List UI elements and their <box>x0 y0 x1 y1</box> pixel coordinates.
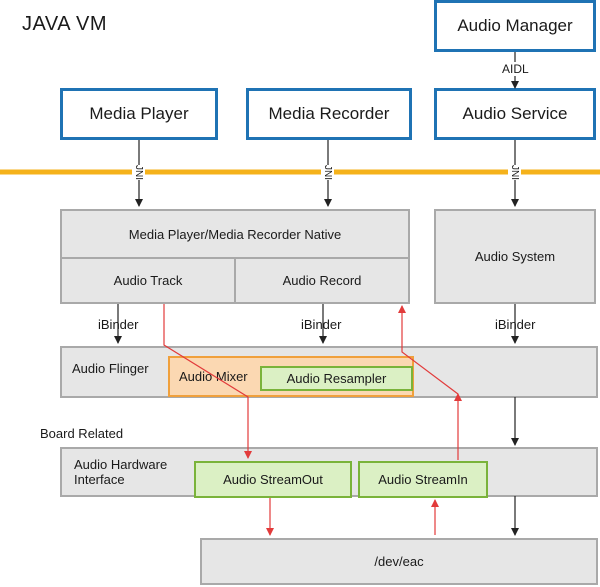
jni-label-media-recorder: JNI <box>321 165 334 180</box>
java-vm-title: JAVA VM <box>22 13 108 35</box>
dev-eac-block: /dev/eac <box>200 538 598 585</box>
board-related-label: Board Related <box>40 426 124 441</box>
audio-resampler-block: Audio Resampler <box>260 366 413 391</box>
audio-mixer-label: Audio Mixer <box>179 369 248 384</box>
audio-streamin-block: Audio StreamIn <box>358 461 488 498</box>
audio-manager-block: Audio Manager <box>434 0 596 52</box>
audio-track-block: Audio Track <box>60 257 236 304</box>
media-recorder-block: Media Recorder <box>246 88 412 140</box>
audio-hardware-label-line2: Interface <box>74 472 125 487</box>
audio-service-block: Audio Service <box>434 88 596 140</box>
audio-flinger-label: Audio Flinger <box>72 360 149 376</box>
audio-system-block: Audio System <box>434 209 596 304</box>
media-player-block: Media Player <box>60 88 218 140</box>
jni-label-media-player: JNI <box>132 165 145 180</box>
ibinder-label-left: iBinder <box>98 317 139 332</box>
audio-hardware-label-line1: Audio Hardware <box>74 457 168 472</box>
jni-label-audio-service: JNI <box>508 165 521 180</box>
native-layer-block: Media Player/Media Recorder Native <box>60 209 410 259</box>
ibinder-label-right: iBinder <box>495 317 536 332</box>
audio-streamout-block: Audio StreamOut <box>194 461 352 498</box>
audio-record-block: Audio Record <box>234 257 410 304</box>
aidl-label: AIDL <box>500 62 531 76</box>
ibinder-label-middle: iBinder <box>301 317 342 332</box>
